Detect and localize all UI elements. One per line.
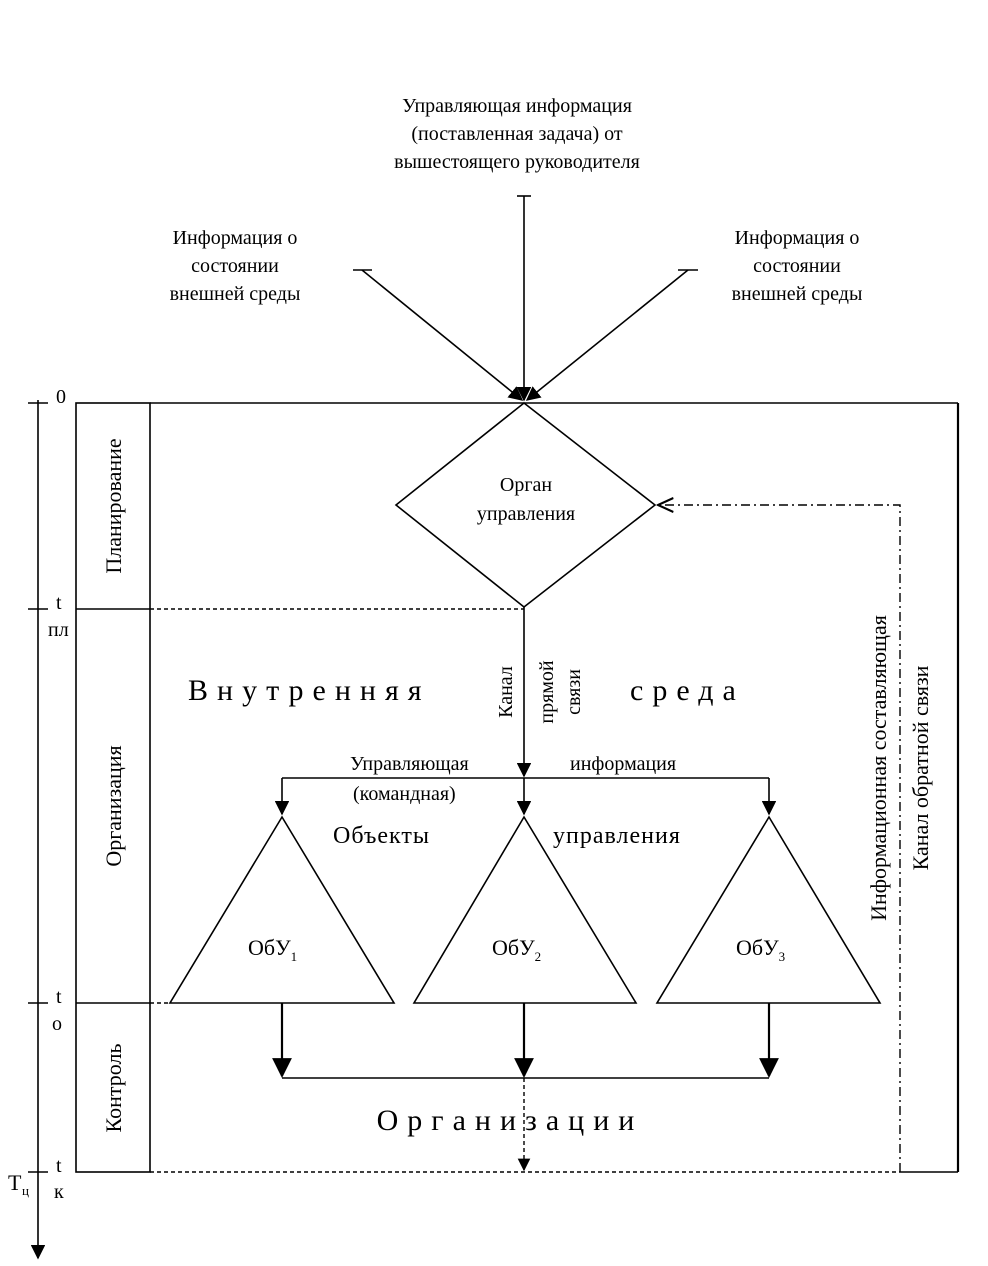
- env-right-arrow: [525, 269, 689, 401]
- env-right-line3: внешней среды: [732, 283, 863, 305]
- top-info-line1: Управляющая информация: [402, 95, 632, 117]
- objects-label-word1: Объекты: [333, 823, 430, 849]
- organization-word: Организации: [377, 1104, 644, 1137]
- control-info-paren: (командная): [353, 783, 456, 805]
- object-3-label: ОбУ3: [736, 935, 785, 964]
- timeline-label-tpl: t: [56, 592, 62, 614]
- env-right-line1: Информация о: [735, 227, 860, 249]
- direct-channel: Канал прямой связи: [495, 607, 585, 778]
- info-component-label: Информационная составляющая: [866, 615, 891, 921]
- control-info-word2: информация: [570, 753, 676, 775]
- direct-channel-line1: Канал: [495, 666, 517, 718]
- timeline: 0 t пл t о t к Т ц: [8, 386, 69, 1260]
- timeline-label-tpl-sub: пл: [48, 619, 69, 641]
- governing-body-line2: управления: [477, 503, 575, 525]
- feedback-dashdot-line: [658, 505, 901, 1172]
- object-3: ОбУ3: [655, 815, 882, 1004]
- inner-env-word1: Внутренняя: [188, 674, 431, 707]
- env-left-line3: внешней среды: [170, 283, 301, 305]
- env-left-line2: состоянии: [191, 255, 279, 277]
- timeline-label-tc-sub: ц: [22, 1183, 29, 1198]
- organization-boundary: [150, 402, 960, 1173]
- external-env-left-block: Информация о состоянии внешней среды: [170, 227, 524, 401]
- phase-planning-label: Планирование: [101, 438, 126, 573]
- inner-env-word2: среда: [630, 674, 745, 707]
- governing-body: Орган управления: [394, 401, 657, 609]
- direct-channel-line2: прямой: [536, 660, 558, 724]
- external-env-right-block: Информация о состоянии внешней среды: [525, 227, 863, 401]
- governing-body-line1: Орган: [500, 474, 553, 496]
- phases-frame: [75, 402, 151, 1173]
- output-collection: [272, 1003, 779, 1172]
- feedback-channel: Информационная составляющая Канал обратн…: [658, 505, 933, 1172]
- phase-control-label: Контроль: [101, 1044, 126, 1133]
- control-info-word1: Управляющая: [350, 753, 469, 775]
- top-information-block: Управляющая информация (поставленная зад…: [394, 95, 640, 402]
- feedback-channel-label: Канал обратной связи: [908, 665, 933, 870]
- objects-label-word2: управления: [553, 823, 681, 849]
- env-right-line2: состоянии: [753, 255, 841, 277]
- timeline-label-tk-sub: к: [54, 1181, 64, 1203]
- env-left-line1: Информация о: [173, 227, 298, 249]
- top-info-line2: (поставленная задача) от: [411, 123, 622, 145]
- object-2-label: ОбУ2: [492, 935, 541, 964]
- timeline-label-to-sub: о: [52, 1013, 62, 1035]
- phases-column: Планирование Организация Контроль: [75, 402, 151, 1173]
- direct-channel-line3: связи: [563, 669, 585, 715]
- timeline-label-0: 0: [56, 386, 66, 408]
- timeline-label-tc: Т: [8, 1170, 22, 1195]
- object-1-label: ОбУ1: [248, 935, 297, 964]
- timeline-label-to: t: [56, 986, 62, 1008]
- control-information: Управляющая информация (командная): [274, 753, 777, 816]
- top-info-line3: вышестоящего руководителя: [394, 151, 640, 173]
- timeline-label-tk: t: [56, 1155, 62, 1177]
- object-3-triangle: [655, 815, 882, 1004]
- env-left-arrow: [361, 269, 524, 401]
- phase-organization-label: Организация: [101, 745, 126, 866]
